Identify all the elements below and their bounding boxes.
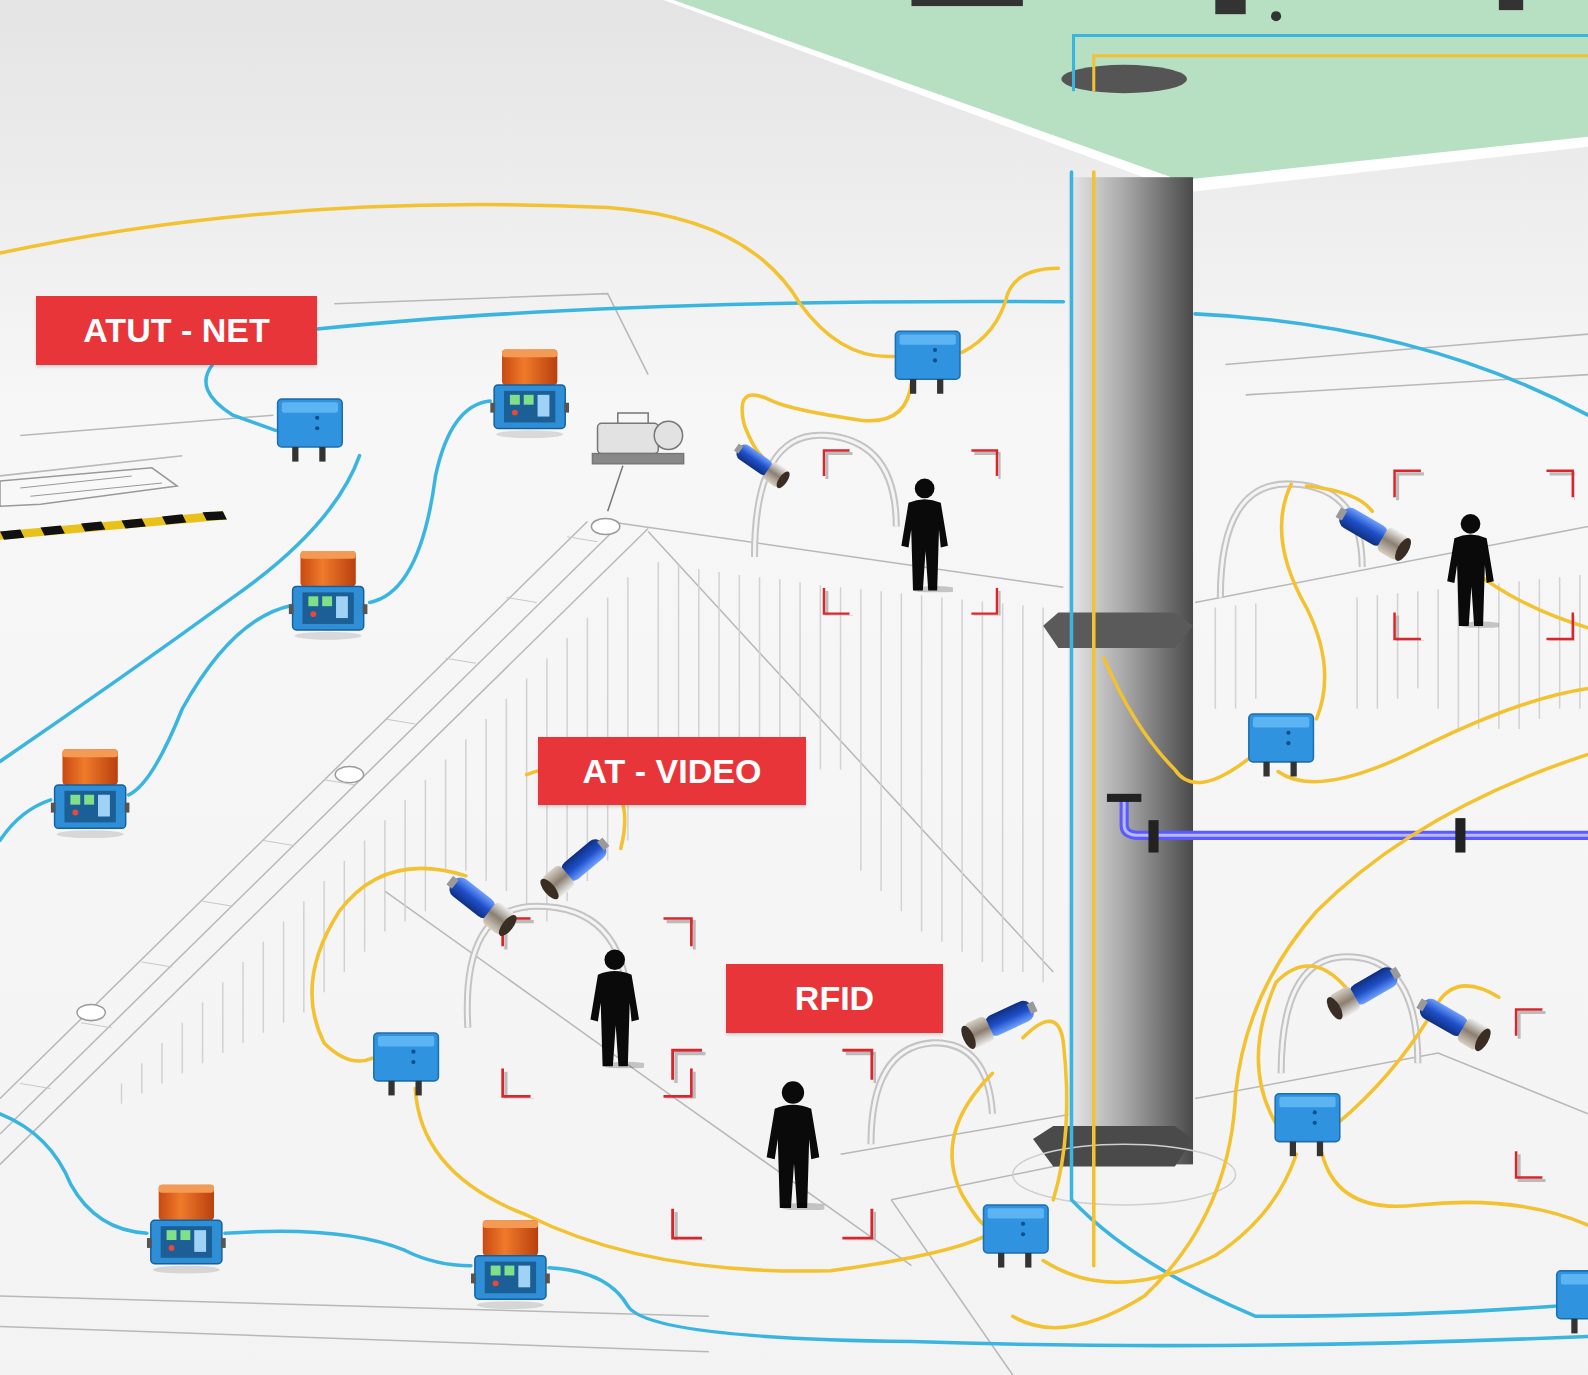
label-box: AT - VIDEO	[538, 737, 806, 805]
label-text: ATUT - NET	[83, 311, 269, 350]
label-text: RFID	[795, 979, 874, 1018]
label-text: AT - VIDEO	[583, 752, 762, 791]
label-box: ATUT - NET	[36, 296, 317, 365]
label-box: RFID	[726, 964, 943, 1033]
